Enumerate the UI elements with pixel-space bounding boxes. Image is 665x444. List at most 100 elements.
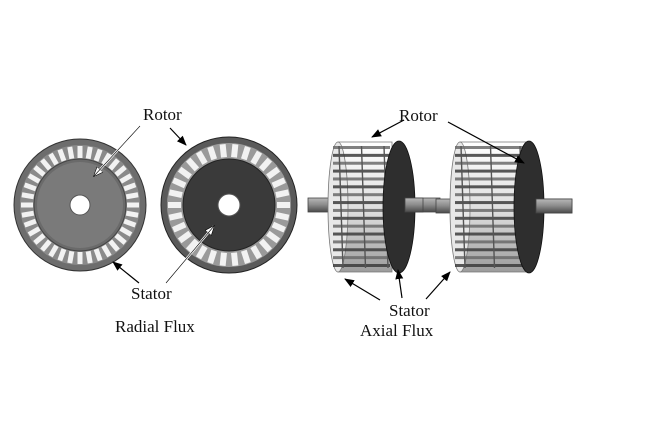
slot [93, 148, 103, 162]
fin [333, 216, 390, 220]
slot [40, 239, 52, 252]
fin [455, 193, 526, 197]
slot [240, 146, 251, 161]
slot [219, 144, 227, 158]
slot [258, 238, 273, 253]
radial-rotor-label: Rotor [143, 105, 182, 124]
slot [177, 166, 192, 180]
fin [333, 264, 390, 267]
slot [207, 146, 218, 161]
arrow-icon [395, 269, 404, 299]
fin [455, 224, 526, 228]
slot [48, 244, 59, 258]
fin [455, 177, 526, 181]
slot [101, 152, 112, 166]
slot [275, 212, 290, 221]
axial-stator-label: Stator [389, 301, 430, 320]
slot [275, 189, 290, 198]
arrow-icon [169, 127, 187, 146]
slot [77, 252, 83, 264]
slot [172, 221, 187, 233]
slot [119, 226, 133, 237]
slot [57, 148, 67, 162]
fin [455, 256, 526, 260]
slot [266, 230, 281, 244]
slot [271, 221, 286, 233]
slot [114, 165, 127, 177]
slot [108, 158, 120, 171]
axial-machine-left [307, 140, 441, 274]
fin [333, 201, 390, 205]
radial-left-shaft-hole [69, 194, 91, 216]
slot [40, 158, 52, 171]
slot [27, 226, 41, 237]
slot [231, 144, 239, 158]
fin-divider [338, 145, 344, 269]
slot [185, 238, 200, 253]
pointer-arrows [94, 119, 525, 301]
fin [455, 169, 526, 173]
arrow-icon [425, 271, 451, 300]
slot [207, 249, 218, 264]
slot [114, 233, 127, 245]
slot [271, 177, 286, 189]
slot [168, 212, 183, 221]
slot [168, 202, 181, 208]
fin [455, 248, 526, 252]
radial-right-slots [168, 144, 290, 266]
slot [119, 173, 133, 184]
slot [85, 250, 93, 264]
arrow-icon [112, 261, 140, 284]
slot [21, 210, 35, 218]
radial-stator-label: Stator [131, 284, 172, 303]
slot [127, 202, 139, 208]
slot [21, 202, 33, 208]
slot [85, 146, 93, 160]
fin-divider [360, 145, 367, 269]
fin [455, 240, 526, 244]
slot [57, 248, 67, 262]
slot [123, 218, 137, 228]
axial-rotor-label: Rotor [399, 106, 438, 125]
fin [333, 193, 390, 197]
slot [219, 252, 227, 266]
fin [333, 248, 390, 252]
slot [27, 173, 41, 184]
slot [277, 202, 290, 208]
fin [333, 185, 390, 189]
fin [455, 216, 526, 220]
slot [195, 150, 208, 165]
fin [455, 232, 526, 236]
slot [168, 189, 183, 198]
slot [258, 157, 273, 172]
fin [333, 169, 390, 173]
slot [177, 230, 192, 244]
fin [455, 208, 526, 212]
fin-divider [489, 145, 496, 269]
slot [48, 152, 59, 166]
fin [455, 264, 526, 267]
slot [108, 239, 120, 252]
arrow-icon [371, 119, 405, 138]
slot [231, 252, 239, 266]
axial-flux-caption: Axial Flux [360, 321, 434, 340]
slot [23, 218, 37, 228]
arrow-icon [344, 278, 381, 301]
fin [333, 177, 390, 181]
slot [172, 177, 187, 189]
slot [250, 150, 263, 165]
slot [250, 245, 263, 260]
slot [33, 233, 46, 245]
radial-machine-right [160, 136, 298, 274]
fin [333, 256, 390, 260]
fin [333, 240, 390, 244]
fin [333, 232, 390, 236]
fin-divider [460, 145, 466, 269]
slot [33, 165, 46, 177]
slot [240, 249, 251, 264]
fin [455, 201, 526, 205]
slot [266, 166, 281, 180]
slot [125, 192, 139, 200]
axial-right-fins [455, 145, 526, 269]
